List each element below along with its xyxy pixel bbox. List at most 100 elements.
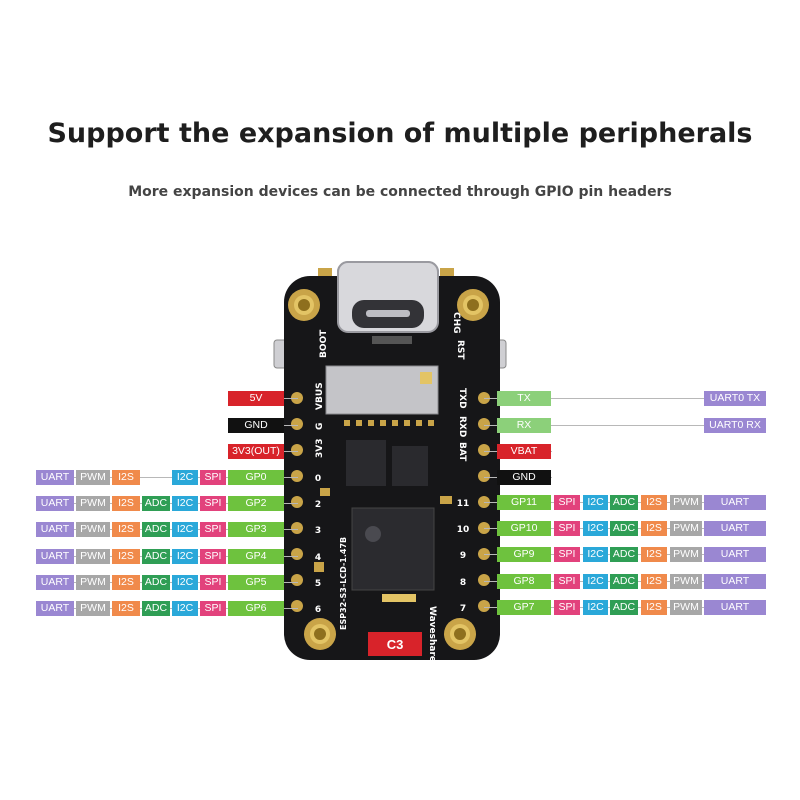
right-row-0-tag: GP11 (497, 495, 551, 510)
left-row-3-tag: I2C (172, 549, 198, 564)
left-row-2-tag: I2C (172, 522, 198, 537)
left-row-3-tag: SPI (200, 549, 226, 564)
sd-card-slot (325, 365, 439, 415)
silk-pin-number: 4 (315, 553, 321, 563)
left-power-pin-label: GND (228, 418, 284, 433)
silk-boot: BOOT (319, 329, 329, 358)
silk-pin-number: 9 (460, 551, 466, 561)
left-row-4-tag: GP5 (228, 575, 284, 590)
left-power-pin-label: 5V (228, 391, 284, 406)
right-row-1-tag: SPI (554, 521, 580, 536)
silk-pin-number: 5 (315, 579, 321, 589)
silk-pin-number: 0 (315, 474, 321, 484)
right-row-2-tag: ADC (610, 547, 638, 562)
right-row-1-tag: GP10 (497, 521, 551, 536)
left-row-5-tag: UART (36, 601, 74, 616)
silk-model: ESP32-S3-LCD-1.47B (339, 537, 348, 630)
power-ic (346, 440, 386, 486)
left-row-0-tag: PWM (76, 470, 110, 485)
right-pin-label: VBAT (497, 444, 551, 459)
page-subtitle: More expansion devices can be connected … (128, 184, 672, 200)
left-row-1-tag: GP2 (228, 496, 284, 511)
right-row-3-tag: GP8 (497, 574, 551, 589)
right-row-2-tag: SPI (554, 547, 580, 562)
right-function-label: UART0 RX (704, 418, 766, 433)
left-row-4-tag: I2S (112, 575, 140, 590)
silk-pin-number: 7 (460, 604, 466, 614)
left-row-3-tag: PWM (76, 549, 110, 564)
esp32-module (351, 507, 435, 591)
c3-tag (368, 632, 422, 656)
right-row-2-tag: UART (704, 547, 766, 562)
right-row-2-tag: GP9 (497, 547, 551, 562)
right-row-4-tag: PWM (670, 600, 702, 615)
silk-chg: CHG (451, 312, 461, 334)
left-row-2-tag: PWM (76, 522, 110, 537)
left-row-2-tag: SPI (200, 522, 226, 537)
left-row-4-tag: I2C (172, 575, 198, 590)
right-row-4-tag: UART (704, 600, 766, 615)
left-row-4-tag: PWM (76, 575, 110, 590)
left-row-0-tag: UART (36, 470, 74, 485)
silk-rst: RST (455, 340, 465, 360)
pin-leader-line (36, 477, 298, 478)
silk-pin-number: 11 (457, 499, 470, 509)
left-row-4-tag: UART (36, 575, 74, 590)
left-row-4-tag: ADC (142, 575, 170, 590)
right-row-4-tag: ADC (610, 600, 638, 615)
left-row-4-tag: SPI (200, 575, 226, 590)
left-row-1-tag: PWM (76, 496, 110, 511)
right-row-2-tag: I2S (641, 547, 667, 562)
left-row-5-tag: PWM (76, 601, 110, 616)
right-row-4-tag: I2S (641, 600, 667, 615)
left-row-2-tag: ADC (142, 522, 170, 537)
right-row-0-tag: UART (704, 495, 766, 510)
c3-tag-label: C3 (387, 637, 404, 652)
left-row-5-tag: ADC (142, 601, 170, 616)
mounting-hole-bottom-left (304, 618, 336, 650)
right-row-2-tag: I2C (583, 547, 608, 562)
right-pin-label: TX (497, 391, 551, 406)
right-row-0-tag: I2S (641, 495, 667, 510)
page-title: Support the expansion of multiple periph… (47, 118, 753, 149)
left-row-5-tag: I2S (112, 601, 140, 616)
left-row-5-tag: SPI (200, 601, 226, 616)
right-row-4-tag: I2C (583, 600, 608, 615)
right-row-3-tag: PWM (670, 574, 702, 589)
left-row-0-tag: I2S (112, 470, 140, 485)
silk-pin-number: 3 (315, 526, 321, 536)
mounting-hole-top-right (457, 289, 489, 321)
right-row-1-tag: PWM (670, 521, 702, 536)
left-row-5-tag: I2C (172, 601, 198, 616)
silk-brand: Waveshare (427, 606, 437, 662)
left-row-5-tag: GP6 (228, 601, 284, 616)
left-row-0-tag: I2C (172, 470, 198, 485)
left-row-0-tag: GP0 (228, 470, 284, 485)
silk-3v3: 3V3 (315, 439, 325, 459)
mounting-hole-top-left (288, 289, 320, 321)
right-row-3-tag: I2C (583, 574, 608, 589)
silk-bat: BAT (457, 442, 467, 462)
right-row-0-tag: ADC (610, 495, 638, 510)
left-row-3-tag: I2S (112, 549, 140, 564)
right-function-label: UART0 TX (704, 391, 766, 406)
silk-pin-number: 2 (315, 500, 321, 510)
pin-leader-line (484, 398, 766, 399)
right-pin-label: RX (497, 418, 551, 433)
left-row-1-tag: UART (36, 496, 74, 511)
silk-pin-number: 10 (457, 525, 470, 535)
right-row-3-tag: SPI (554, 574, 580, 589)
right-row-1-tag: UART (704, 521, 766, 536)
left-row-3-tag: UART (36, 549, 74, 564)
left-row-1-tag: I2S (112, 496, 140, 511)
left-row-1-tag: I2C (172, 496, 198, 511)
right-row-1-tag: I2C (583, 521, 608, 536)
left-row-3-tag: ADC (142, 549, 170, 564)
right-row-1-tag: ADC (610, 521, 638, 536)
charger-ic (392, 446, 428, 486)
right-row-0-tag: PWM (670, 495, 702, 510)
silk-txd: TXD (457, 388, 467, 409)
left-row-1-tag: ADC (142, 496, 170, 511)
silk-vbus: VBUS (315, 382, 325, 410)
